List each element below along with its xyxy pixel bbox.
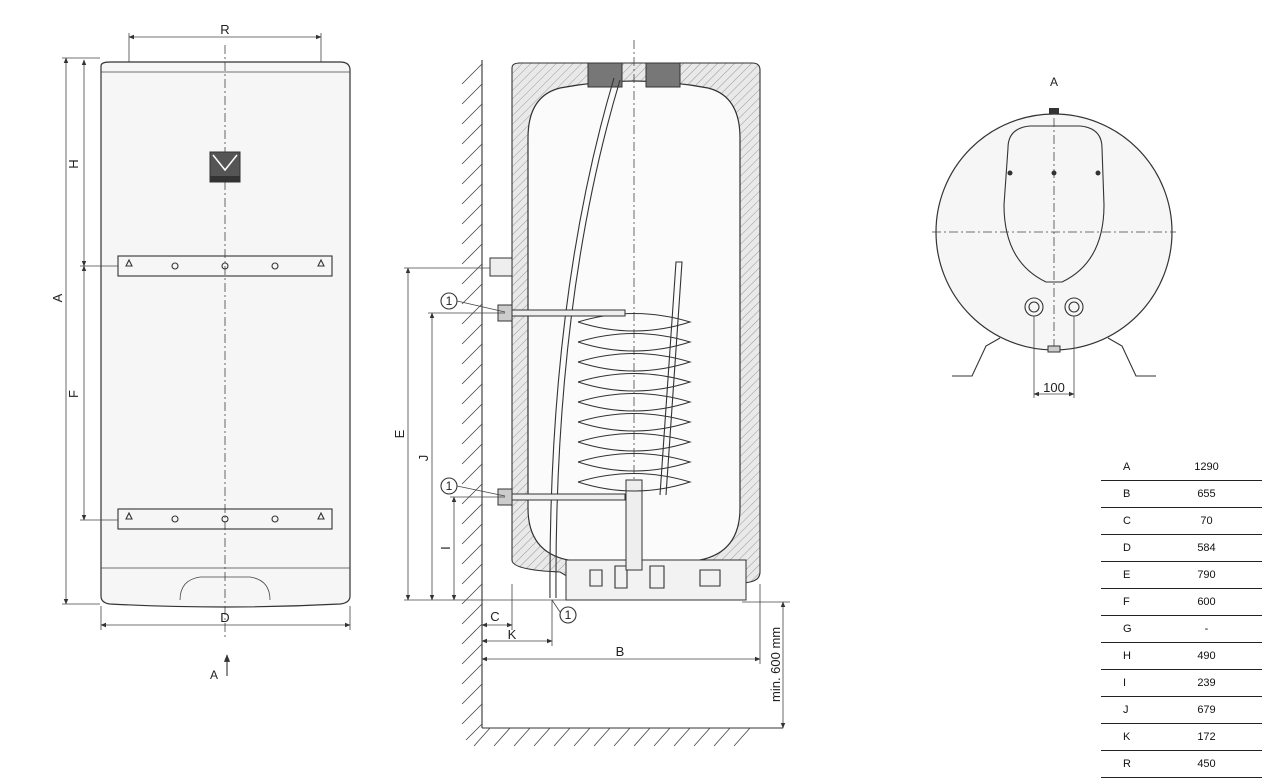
dimension-key: E [1101, 561, 1173, 589]
top-connector [1049, 108, 1059, 114]
dimension-value: 790 [1173, 561, 1262, 589]
dimension-key: J [1101, 696, 1173, 724]
dimension-value: 70 [1173, 507, 1262, 535]
top-flange-left [587, 62, 623, 88]
wall-hatching [461, 63, 483, 741]
dim-label-a: A [50, 293, 65, 302]
dimension-key: G [1101, 615, 1173, 643]
marker-1-bottom: 1 [551, 599, 577, 624]
heat-exchanger-coil [577, 261, 692, 496]
svg-text:1: 1 [446, 479, 453, 493]
top-flange-right [645, 62, 681, 88]
dimension-key: R [1101, 750, 1173, 778]
marker-1-lower: 1 [440, 477, 506, 497]
dim-label-j: J [416, 455, 431, 462]
view-arrow-label: A [210, 668, 218, 682]
top-cover [1003, 125, 1105, 283]
heating-element [625, 479, 643, 571]
dimension-key: A [1101, 454, 1173, 481]
lower-bracket [117, 508, 333, 530]
dip-tube [549, 77, 615, 599]
dimension-key: D [1101, 534, 1173, 562]
dim-label-d: D [220, 610, 229, 625]
dimension-value: 600 [1173, 588, 1262, 616]
dim-label-e: E [392, 429, 407, 438]
dimension-row: G- [1101, 615, 1262, 643]
top-view-label: A [1050, 75, 1058, 89]
dim-label-b: B [616, 644, 625, 659]
side-view: 1 1 1 E J I C K B [392, 40, 790, 747]
foot-right [1107, 337, 1156, 377]
svg-text:1: 1 [565, 608, 572, 622]
dim-label-h: H [66, 159, 81, 168]
dim-label-k: K [508, 627, 517, 642]
dimension-value: 239 [1173, 669, 1262, 697]
dimension-key: B [1101, 480, 1173, 508]
dim-label-f: F [66, 390, 81, 398]
floor-hatching [473, 727, 751, 747]
dimension-value: 1290 [1173, 454, 1262, 481]
dimension-key: I [1101, 669, 1173, 697]
front-view: R A H F [50, 22, 351, 682]
top-view: A 100 [932, 75, 1176, 398]
brand-logo-icon [209, 151, 241, 183]
dimension-key: K [1101, 723, 1173, 751]
min-clearance-label: min. 600 mm [768, 627, 783, 702]
dimension-value: 490 [1173, 642, 1262, 670]
marker-1-upper: 1 [440, 292, 506, 313]
dimension-key: H [1101, 642, 1173, 670]
dim-label-c: C [490, 609, 499, 624]
coil-inlet-pipe [504, 493, 626, 501]
foot-left [952, 337, 1001, 377]
pipe-spacing-label: 100 [1043, 380, 1065, 395]
bottom-cover [565, 559, 747, 601]
dimension-value: - [1173, 615, 1262, 643]
dim-label-i: I [438, 546, 453, 550]
dimension-value: 655 [1173, 480, 1262, 508]
heater-front-body [100, 61, 351, 608]
dimension-value: 584 [1173, 534, 1262, 562]
wall-bracket [489, 257, 513, 277]
coil-outlet-pipe [504, 309, 626, 317]
dimension-value: 450 [1173, 750, 1262, 778]
dimension-key: C [1101, 507, 1173, 535]
dim-label-r: R [220, 22, 229, 37]
svg-text:1: 1 [446, 294, 453, 308]
dimension-value: 172 [1173, 723, 1262, 751]
dimension-key: F [1101, 588, 1173, 616]
dimension-value: 679 [1173, 696, 1262, 724]
